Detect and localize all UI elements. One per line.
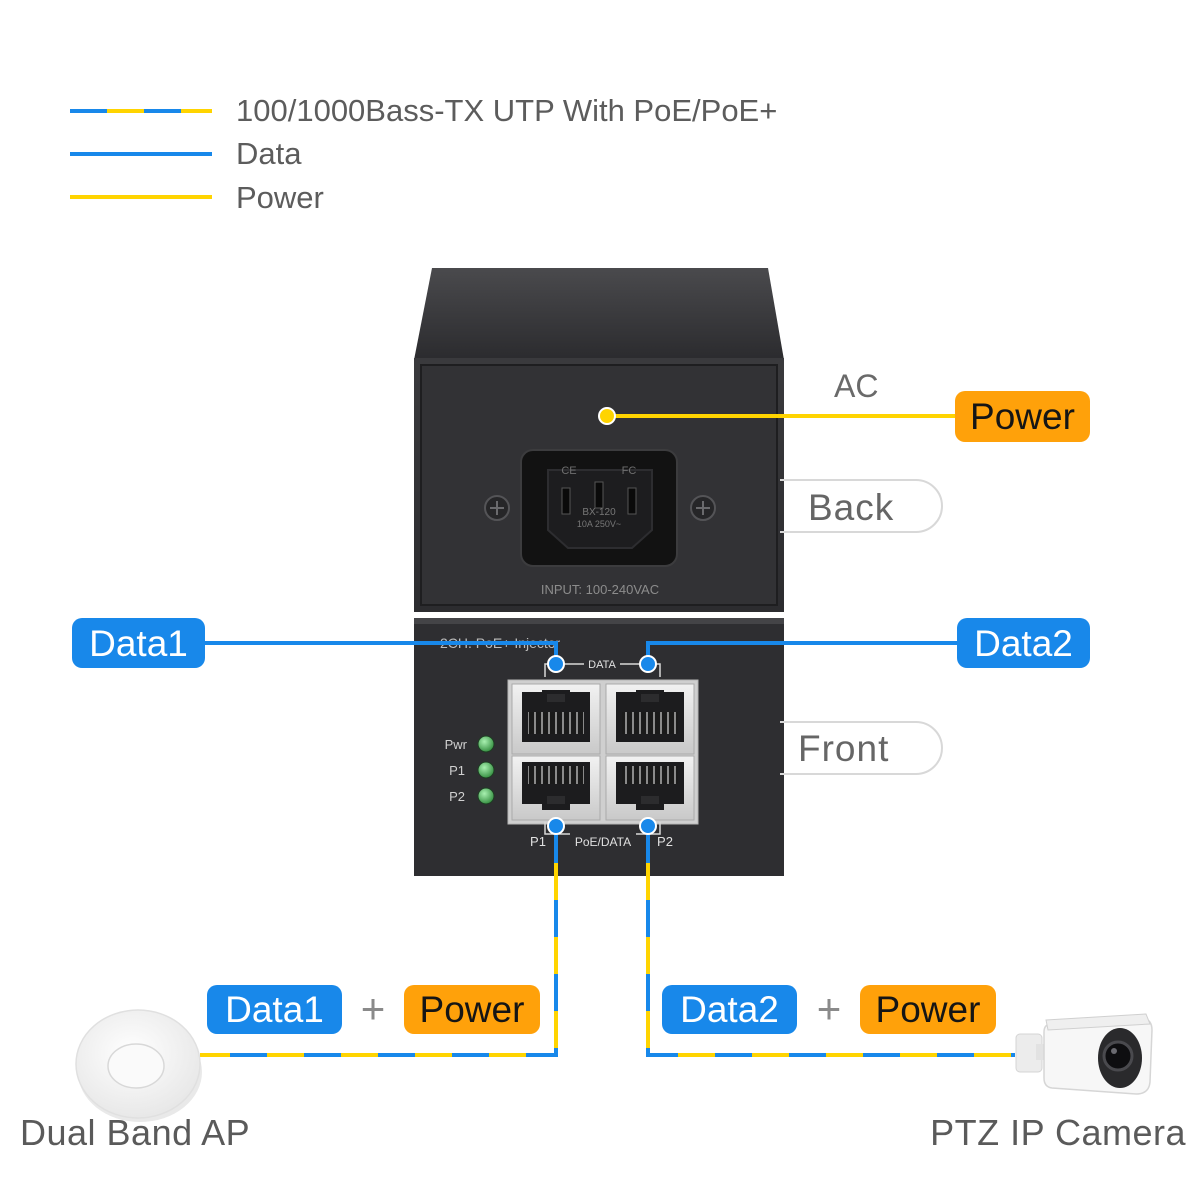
- poe-line-right: [646, 826, 1015, 1057]
- ac-power-dot: [598, 407, 616, 425]
- led-label-p1: P1: [449, 763, 465, 778]
- poe-port-1: [511, 755, 601, 821]
- front-unit-top-edge: [414, 618, 784, 624]
- injector-front-unit: 2CH. PoE+ Injector DATA: [414, 618, 784, 876]
- front-label: Front: [798, 728, 889, 769]
- ac-label: AC: [834, 368, 879, 404]
- camera-power-badge: Power: [860, 985, 996, 1034]
- screw-left-icon: [484, 495, 510, 521]
- legend-data-label: Data: [236, 136, 302, 171]
- camera-caption: PTZ IP Camera: [930, 1112, 1186, 1153]
- data2-badge: Data2: [957, 618, 1090, 668]
- led-label-p2: P2: [449, 789, 465, 804]
- led-p2-icon: [477, 787, 495, 805]
- fc-mark: FC: [622, 465, 637, 477]
- ac-socket-icon: CE FC BX-120 10A 250V~: [520, 449, 678, 567]
- ce-mark: CE: [561, 465, 576, 477]
- poe-p1-dot: [547, 817, 565, 835]
- data-port-label: DATA: [588, 659, 616, 671]
- data-bracket: [544, 663, 661, 677]
- poe-port-2: [605, 755, 695, 821]
- back-unit-top-face: [414, 268, 784, 360]
- socket-model: BX-120: [582, 507, 616, 518]
- camera-data-badge: Data2: [662, 985, 797, 1034]
- screw-right-icon: [690, 495, 716, 521]
- legend-lines: [70, 109, 212, 199]
- camera-plus-sign: +: [816, 985, 842, 1032]
- data2-dot: [639, 655, 657, 673]
- data-port-1: [511, 683, 601, 755]
- led-label-pwr: Pwr: [445, 737, 468, 752]
- ap-caption: Dual Band AP: [20, 1112, 251, 1153]
- data1-badge: Data1: [72, 618, 205, 668]
- legend-power-label: Power: [236, 180, 324, 215]
- input-rating-label: INPUT: 100-240VAC: [541, 582, 659, 597]
- access-point-icon: [75, 1009, 202, 1122]
- injector-back-unit: CE FC BX-120 10A 250V~ INPUT: 100-240VAC: [414, 268, 784, 612]
- ap-data-badge: Data1: [207, 985, 342, 1034]
- ac-power-badge: Power: [955, 391, 1090, 442]
- bullet-camera-icon: [1015, 1013, 1153, 1095]
- led-p1-icon: [477, 761, 495, 779]
- legend-poe-label: 100/1000Bass-TX UTP With PoE/PoE+: [236, 93, 778, 128]
- front-label-pill: [780, 721, 943, 775]
- data-port-2: [605, 683, 695, 755]
- ap-plus-sign: +: [360, 985, 386, 1032]
- socket-rating: 10A 250V~: [577, 519, 621, 529]
- back-label: Back: [808, 487, 894, 528]
- data1-dot: [547, 655, 565, 673]
- poe-p2-dot: [639, 817, 657, 835]
- led-pwr-icon: [477, 735, 495, 753]
- back-label-pill: [780, 479, 943, 533]
- port-label-p2: P2: [657, 834, 673, 849]
- port-group-label: PoE/DATA: [575, 835, 631, 849]
- poe-line-left: [200, 826, 558, 1057]
- port-label-p1: P1: [530, 834, 546, 849]
- ap-power-badge: Power: [404, 985, 540, 1034]
